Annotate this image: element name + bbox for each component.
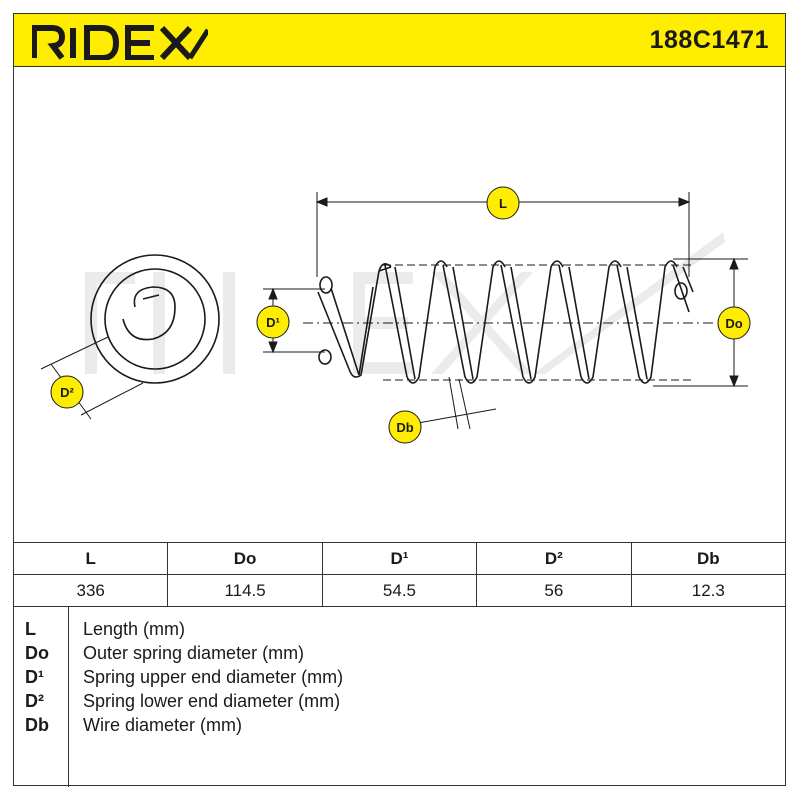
do-dimension-line xyxy=(653,257,748,388)
table-header-cell: Do xyxy=(167,542,323,575)
table-cell: 336 xyxy=(12,574,169,607)
svg-text:D¹: D¹ xyxy=(266,315,280,330)
legend-text: Spring upper end diameter (mm) xyxy=(83,667,344,687)
legend-key: Db xyxy=(25,715,49,735)
legend-text: Wire diameter (mm) xyxy=(83,715,243,735)
table-header-row: L Do D¹ D² Db xyxy=(12,542,787,575)
svg-text:Db: Db xyxy=(396,420,413,435)
legend: L Length (mm) Do Outer spring diameter (… xyxy=(13,606,786,787)
label-d1-badge: D¹ xyxy=(256,305,290,339)
label-d2-badge: D² xyxy=(50,375,84,409)
svg-text:Do: Do xyxy=(725,316,742,331)
spring-end-view xyxy=(90,254,220,384)
legend-key: D² xyxy=(25,691,44,711)
legend-key: Do xyxy=(25,643,49,663)
label-db-badge: Db xyxy=(388,410,422,444)
spring-diagram: L D¹ Do D² Db xyxy=(40,186,751,444)
table-cell: 54.5 xyxy=(321,574,478,607)
table-cell: 114.5 xyxy=(167,574,323,607)
legend-divider xyxy=(68,607,69,787)
table-header-cell: Db xyxy=(630,542,787,575)
table-cell: 56 xyxy=(476,574,632,607)
legend-text: Spring lower end diameter (mm) xyxy=(83,691,341,711)
svg-text:D²: D² xyxy=(60,385,74,400)
table-row: 336 114.5 54.5 56 12.3 xyxy=(12,574,787,607)
table-header-cell: D² xyxy=(476,542,632,575)
table-cell: 12.3 xyxy=(630,574,787,607)
label-do-badge: Do xyxy=(717,306,751,340)
ridex-logo xyxy=(32,25,208,60)
ridex-watermark xyxy=(85,232,725,374)
legend-text: Outer spring diameter (mm) xyxy=(83,643,305,663)
table-header-cell: D¹ xyxy=(321,542,478,575)
legend-key: D¹ xyxy=(25,667,44,687)
spring-side-view xyxy=(303,260,713,384)
db-dimension-line xyxy=(417,376,497,430)
part-number: 188C1471 xyxy=(649,26,769,54)
svg-text:L: L xyxy=(499,196,507,211)
dimensions-table: L Do D¹ D² Db 336 114.5 54.5 56 12.3 xyxy=(12,542,787,607)
label-l-badge: L xyxy=(486,186,520,220)
header-bar: 188C1471 xyxy=(13,13,786,67)
table-header-cell: L xyxy=(12,542,169,575)
legend-key: L xyxy=(25,619,36,639)
legend-text: Length (mm) xyxy=(83,619,186,639)
d1-dimension-line xyxy=(263,287,325,354)
